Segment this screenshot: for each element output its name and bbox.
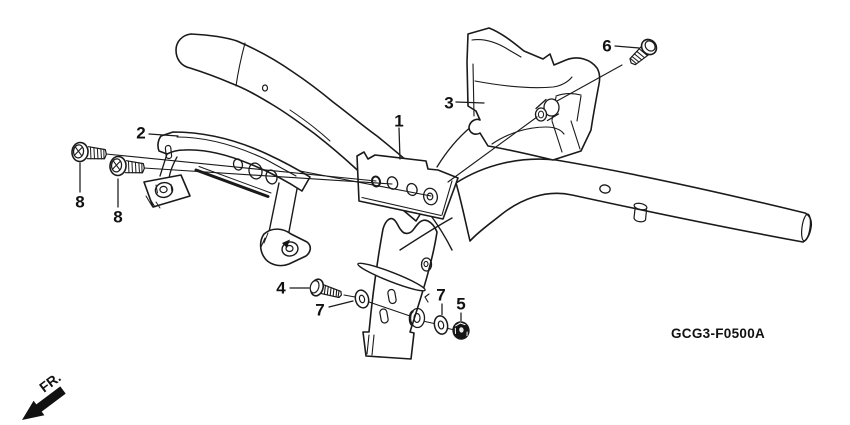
cover-boss [534, 98, 560, 122]
washer-7a [354, 289, 370, 309]
screw-6 [629, 38, 658, 66]
leader-6 [614, 45, 640, 49]
leader-2 [148, 133, 179, 137]
callout-8b: 8 [113, 207, 123, 227]
screw-8b [109, 155, 145, 177]
bolt-4 [309, 278, 342, 299]
callout-7b: 7 [436, 285, 446, 305]
stem-blade-plate [357, 262, 426, 292]
callout-leader-lines [79, 45, 640, 322]
leader-1 [398, 127, 401, 160]
callout-3: 3 [444, 93, 454, 113]
callout-7a: 7 [315, 300, 325, 320]
handle-bracket [143, 131, 312, 267]
front-direction-arrow [22, 386, 66, 420]
washer-7b [433, 315, 449, 335]
callout-5: 5 [456, 294, 466, 314]
callout-6: 6 [602, 36, 612, 56]
leader-3 [455, 101, 485, 104]
callout-8a: 8 [75, 192, 85, 212]
nut-5 [452, 321, 470, 340]
leader-7a [328, 300, 354, 308]
callout-2: 2 [136, 123, 146, 143]
handlebar-right-pipe [455, 158, 813, 243]
steering-stem [362, 217, 438, 360]
holder-plate [356, 151, 459, 220]
screw-8a [71, 141, 107, 163]
handle-cover [466, 27, 601, 161]
callout-1: 1 [394, 111, 404, 131]
callout-4: 4 [276, 278, 286, 298]
figure-code: GCG3-F0500A [671, 326, 766, 341]
assembly-axis-lines [105, 64, 623, 331]
